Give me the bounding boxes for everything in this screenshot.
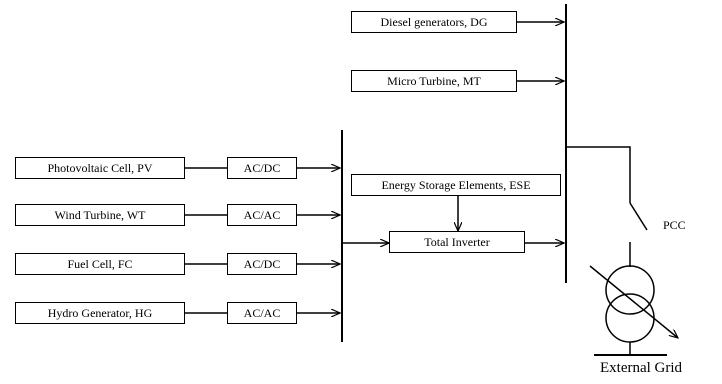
fc-converter-box: AC/DC [227, 253, 297, 275]
storage-box: Energy Storage Elements, ESE [351, 174, 561, 196]
pv-converter-label: AC/DC [243, 160, 281, 175]
external-grid-label: External Grid [600, 360, 683, 376]
pcc-switch [629, 202, 648, 231]
storage-label: Energy Storage Elements, ESE [381, 177, 531, 192]
mt-source-label: Micro Turbine, MT [387, 73, 481, 88]
hg-source-label: Hydro Generator, HG [47, 305, 153, 320]
inverter-label: Total Inverter [424, 234, 490, 249]
inverter-box: Total Inverter [389, 231, 525, 253]
hg-converter-label: AC/AC [243, 305, 281, 320]
transformer-adjust-arrow [589, 265, 678, 338]
pcc-line [567, 146, 631, 203]
transformer-lower-coil [605, 293, 655, 343]
fc-converter-label: AC/DC [243, 256, 281, 271]
dg-source-box: Diesel generators, DG [351, 11, 517, 33]
wt-source-box: Wind Turbine, WT [15, 204, 185, 226]
pv-source-label: Photovoltaic Cell, PV [47, 160, 153, 175]
wt-source-label: Wind Turbine, WT [54, 207, 146, 222]
dg-source-label: Diesel generators, DG [380, 14, 488, 29]
pv-source-box: Photovoltaic Cell, PV [15, 157, 185, 179]
mt-source-box: Micro Turbine, MT [351, 70, 517, 92]
wt-converter-label: AC/AC [243, 207, 281, 222]
wt-converter-box: AC/AC [227, 204, 297, 226]
fc-source-box: Fuel Cell, FC [15, 253, 185, 275]
hg-converter-box: AC/AC [227, 302, 297, 324]
pv-converter-box: AC/DC [227, 157, 297, 179]
hg-source-box: Hydro Generator, HG [15, 302, 185, 324]
fc-source-label: Fuel Cell, FC [67, 256, 133, 271]
transformer-upper-coil [605, 265, 655, 315]
pcc-label: PCC [663, 218, 686, 232]
